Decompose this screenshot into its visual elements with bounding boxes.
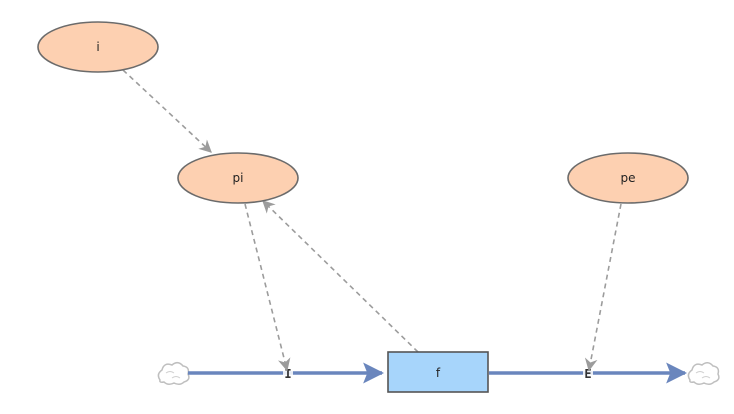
link-i-to-pi bbox=[122, 69, 212, 153]
cloud-sink-icon bbox=[687, 362, 720, 386]
node-i[interactable]: i bbox=[37, 21, 159, 73]
stock-f[interactable]: f bbox=[387, 351, 489, 393]
inflow-label: I bbox=[284, 367, 291, 381]
node-pe-label: pe bbox=[621, 171, 636, 185]
link-pe-to-outflow bbox=[584, 203, 622, 372]
link-f-to-pi bbox=[262, 200, 419, 353]
link-pi-to-inflow bbox=[244, 203, 291, 372]
outflow-valve[interactable]: E bbox=[583, 366, 593, 381]
stock-f-label: f bbox=[436, 366, 441, 380]
outflow-label: E bbox=[584, 367, 591, 381]
node-pi-label: pi bbox=[233, 171, 244, 185]
inflow-valve[interactable]: I bbox=[283, 366, 293, 381]
cloud-source-icon bbox=[157, 362, 190, 386]
node-pi[interactable]: pi bbox=[177, 152, 299, 204]
node-i-label: i bbox=[96, 40, 99, 54]
node-pe[interactable]: pe bbox=[567, 152, 689, 204]
